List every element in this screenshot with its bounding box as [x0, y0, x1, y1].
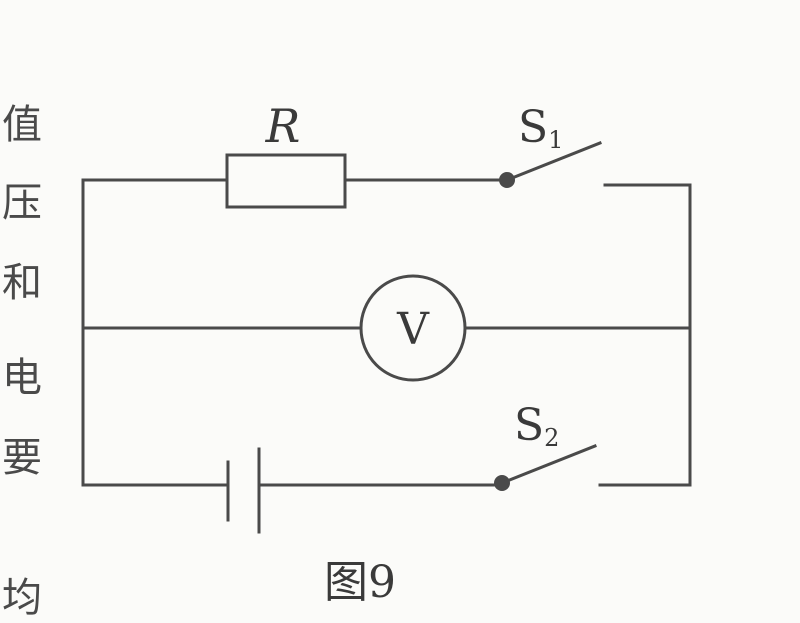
switch1-subscript: 1 — [548, 126, 563, 154]
resistor-label: R — [265, 99, 301, 153]
switch2-blade — [500, 444, 597, 485]
margin-text-2: 压 — [2, 180, 42, 226]
switch1-label: S1 — [518, 102, 563, 154]
margin-text-5: 要 — [2, 435, 42, 481]
switch2-letter: S — [514, 400, 544, 451]
figure-caption: 图9 — [324, 557, 396, 608]
switch1-blade — [505, 141, 602, 182]
margin-text-1: 值 — [2, 102, 42, 148]
switch1-letter: S — [518, 102, 548, 153]
resistor — [225, 153, 347, 209]
switch2-subscript: 2 — [544, 424, 559, 452]
voltmeter-label: V — [396, 304, 430, 355]
margin-text-3: 和 — [2, 260, 42, 306]
margin-text-4: 电 — [2, 355, 42, 401]
switch2-label: S2 — [514, 400, 559, 452]
